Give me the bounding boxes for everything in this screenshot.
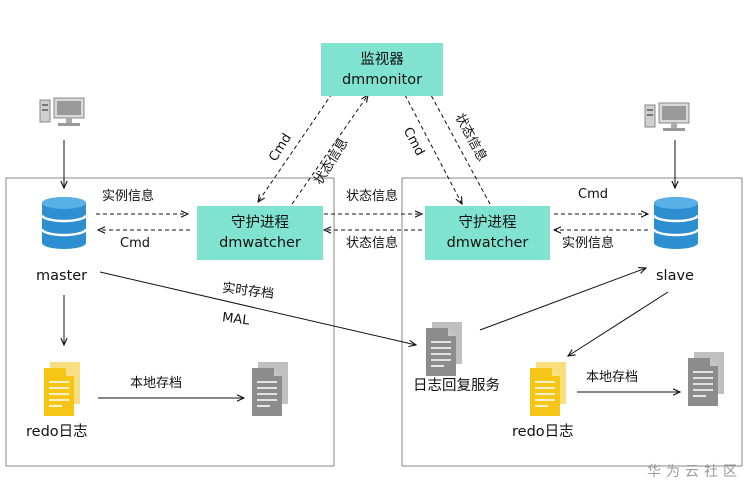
local-archive-left-label: 本地存档 — [130, 376, 183, 391]
left-watcher-to-monitor-arrow — [291, 95, 368, 205]
left-watcher-subtitle: dmwatcher — [219, 235, 301, 251]
realtime-archive-arrow — [99, 271, 416, 345]
right-watcher-subtitle: dmwatcher — [446, 235, 529, 251]
slave-to-redo-arrow — [568, 291, 669, 356]
slave-database-icon — [652, 195, 700, 251]
log-service-label: 日志回复服务 — [413, 378, 500, 394]
redo-log-right-icon — [529, 361, 567, 417]
redo-log-left-icon — [43, 361, 81, 417]
logservice-to-slave-arrow — [479, 268, 646, 331]
mal-label: MAL — [221, 310, 251, 329]
slave-site-box — [401, 177, 743, 467]
monitor-node: 监视器 dmmonitor — [321, 43, 443, 96]
monitor-title: 监视器 — [360, 51, 404, 68]
watcher-to-slave-label: Cmd — [578, 187, 608, 202]
monitor-subtitle: dmmonitor — [341, 71, 423, 88]
master-site-box — [5, 177, 335, 467]
log-service-icon — [425, 321, 463, 377]
left-watcher-title: 守护进程 — [231, 215, 289, 231]
master-label: master — [36, 268, 88, 284]
watchers-top-label: 状态信息 — [346, 189, 399, 204]
master-database-icon — [40, 195, 88, 251]
redo-left-label: redo日志 — [26, 424, 88, 440]
monitor-to-left-watcher-arrow — [258, 81, 341, 202]
redo-right-label: redo日志 — [512, 424, 574, 440]
right-watcher-title: 守护进程 — [458, 215, 517, 231]
local-archive-right-label: 本地存档 — [586, 370, 639, 385]
archive-left-icon — [251, 361, 289, 417]
left-watcher-node: 守护进程 dmwatcher — [197, 206, 323, 260]
master-to-watcher-label: 实例信息 — [102, 189, 155, 204]
watchers-bottom-label: 状态信息 — [346, 236, 399, 251]
right-watcher-node: 守护进程 dmwatcher — [425, 206, 550, 260]
computer-icon-left — [39, 97, 85, 127]
archive-right-icon — [687, 351, 725, 407]
slave-label: slave — [656, 268, 694, 284]
watermark: 华为云社区 — [647, 464, 742, 480]
slave-to-watcher-label: 实例信息 — [562, 236, 615, 251]
computer-icon-right — [644, 102, 690, 132]
watcher-to-master-label: Cmd — [120, 236, 150, 251]
right-watcher-to-monitor-arrow — [425, 84, 491, 205]
